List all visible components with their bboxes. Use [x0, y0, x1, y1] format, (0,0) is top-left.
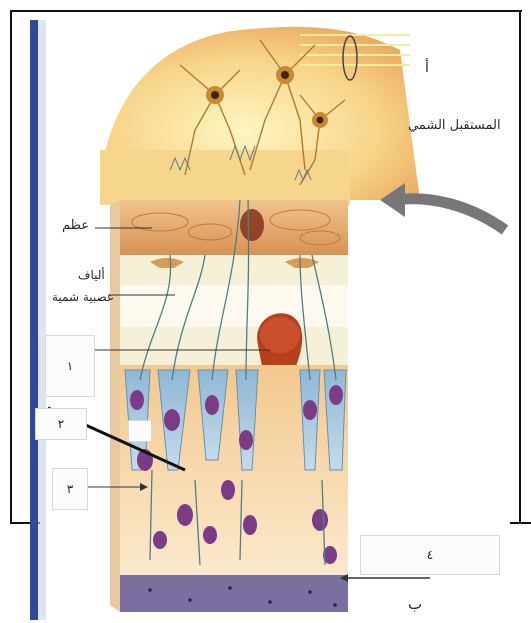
label-box-3: ٣: [52, 468, 88, 510]
bone-layer: [120, 200, 348, 255]
label-fibers-2: عصبية شمية: [52, 290, 114, 304]
basal-membrane: [120, 575, 348, 612]
page-shadow: [38, 20, 46, 620]
page-edge-strip: [30, 20, 38, 620]
label-olfactory-receptor: المستقبل الشمي: [408, 118, 501, 133]
label-box-2: ٢: [35, 408, 87, 440]
label-box-4: ٤: [360, 535, 500, 575]
label-box-2-small: [128, 420, 152, 442]
label-b: ب: [408, 595, 422, 613]
label-bone: عظم: [62, 218, 89, 233]
label-box-1: ١: [45, 335, 95, 397]
label-a: أ: [425, 60, 429, 76]
direction-arrow: [395, 199, 505, 230]
label-fibers-1: ألياف: [78, 268, 105, 282]
bone-foramen: [240, 209, 264, 241]
bulb-lower: [100, 150, 350, 205]
